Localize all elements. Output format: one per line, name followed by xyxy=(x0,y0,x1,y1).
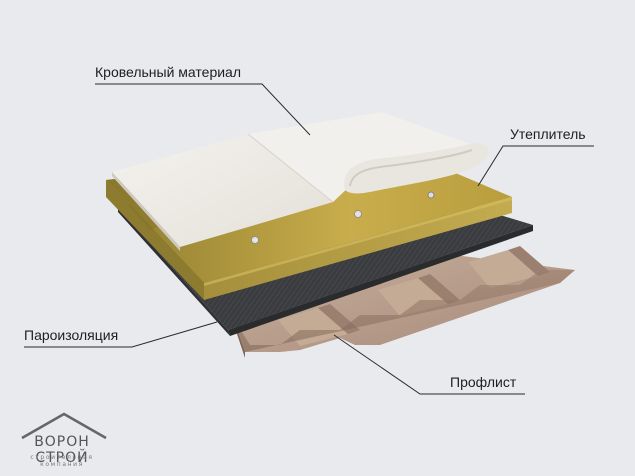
callout-vapor-line xyxy=(24,321,218,348)
callout-lines xyxy=(24,83,594,395)
logo-subtitle: строительная компания xyxy=(30,454,94,468)
callout-insulation-line xyxy=(477,145,594,187)
logo-name: ВОРОН СТРОЙ xyxy=(34,434,90,466)
label-insulation: Утеплитель xyxy=(510,126,586,142)
callout-roofing-line xyxy=(95,83,311,136)
label-roofing-material: Кровельный материал xyxy=(95,64,242,80)
callout-profiled-line xyxy=(333,334,525,395)
company-logo: ВОРОН СТРОЙ строительная компания xyxy=(10,410,120,470)
roofing-membrane-layer xyxy=(112,112,490,251)
roof-outline-icon xyxy=(21,412,107,440)
label-profiled-sheet: Профлист xyxy=(450,374,517,390)
label-vapor-barrier: Пароизоляция xyxy=(24,327,119,343)
